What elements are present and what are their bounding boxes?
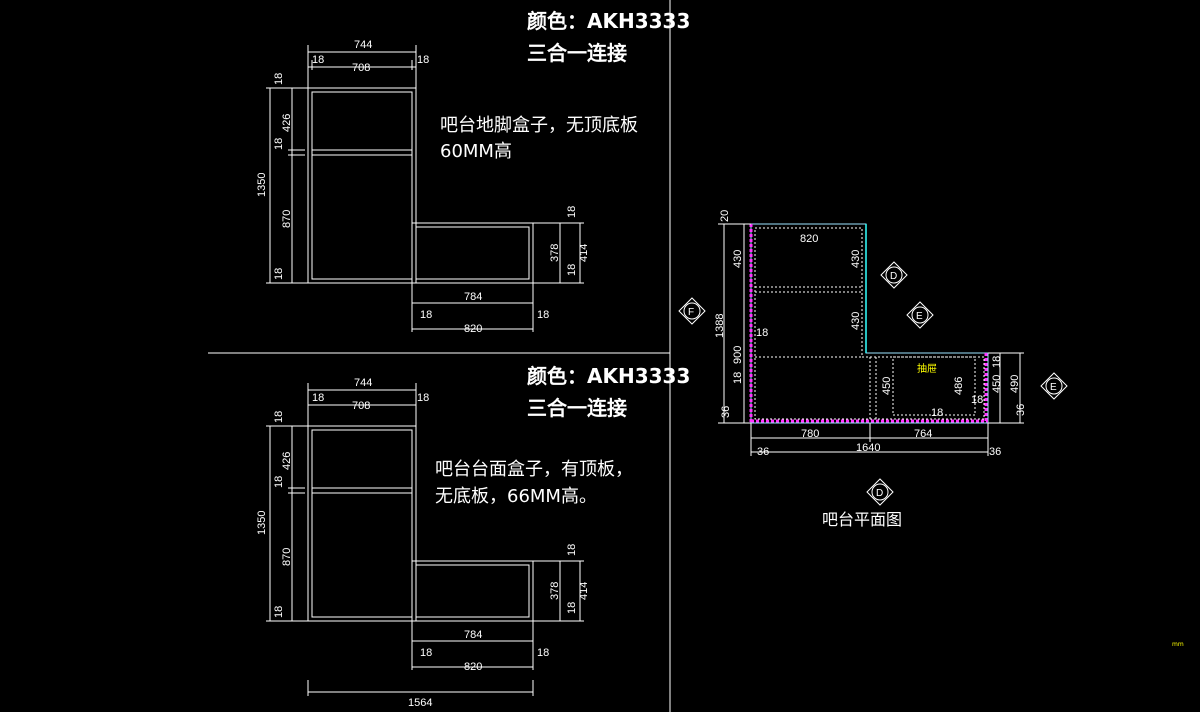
plan-outline [749,223,989,424]
bottom-dim-820: 820 [464,661,482,673]
bottom-dim-left-426: 426 [281,452,293,470]
top-dim-left-870: 870 [281,210,293,228]
top-dim-bot-18a: 18 [420,309,432,321]
top-dim-bot-18b: 18 [537,309,549,321]
plan-dim-18d: 18 [971,394,983,406]
top-color-heading: 颜色：AKH3333 [527,9,690,33]
top-box-outline [307,87,534,284]
plan-dim-486: 486 [953,377,965,395]
top-dim-left-1350: 1350 [256,173,268,197]
bottom-dim-744: 744 [354,377,372,389]
top-dim-708: 708 [352,62,370,74]
plan-dim-18c: 18 [931,407,943,419]
plan-dim-430a: 430 [732,250,744,268]
top-dim-left-426: 426 [281,114,293,132]
svg-text:F: F [688,307,694,318]
bottom-dim-bot-18a: 18 [420,647,432,659]
bottom-dim-left-18b: 18 [273,476,285,488]
svg-text:E: E [1050,382,1057,393]
top-dim-18-left: 18 [312,54,324,66]
plan-dim-36b: 36 [1015,404,1027,416]
tiny-corner-mark: mm [1172,641,1184,648]
view-marker-f-left: F [678,297,706,325]
top-connect-heading: 三合一连接 [527,41,627,65]
top-panel: 颜色：AKH3333 三合一连接 吧台地脚盒子，无顶底板 60MM高 [256,9,690,335]
bottom-dimension-lines [266,383,584,696]
top-note-line1: 吧台地脚盒子，无顶底板 [440,115,638,136]
top-dim-left-18b: 18 [273,138,285,150]
plan-dim-430b: 430 [850,250,862,268]
bottom-dim-bot-18b: 18 [537,647,549,659]
top-dim-744: 744 [354,39,372,51]
top-dim-left-18c: 18 [273,268,285,280]
top-dim-right-18b: 18 [566,264,578,276]
plan-view: 20 820 430 430 430 1388 18 900 18 36 450… [678,210,1184,648]
plan-dim-900: 900 [732,346,744,364]
bottom-dim-right-18a: 18 [566,544,578,556]
bottom-dim-right-414: 414 [578,582,590,600]
bottom-note-line1: 吧台台面盒子，有顶板， [435,459,633,480]
plan-dim-450: 450 [881,377,893,395]
plan-dim-20: 20 [719,210,731,222]
view-marker-d-bottom: D [866,478,894,506]
plan-dim-18b: 18 [732,372,744,384]
bottom-dim-784: 784 [464,629,482,641]
bottom-dim-18-right: 18 [417,392,429,404]
plan-dim-1640: 1640 [856,442,880,454]
plan-dim-780: 780 [801,428,819,440]
top-dim-18-right: 18 [417,54,429,66]
plan-dim-490: 490 [1009,375,1021,393]
plan-drawer-label: 抽屉 [917,362,937,375]
bottom-dim-right-378: 378 [549,582,561,600]
bottom-box-outline [307,425,534,622]
svg-text:D: D [876,488,883,499]
plan-dimension-lines [718,223,1024,456]
top-note-line2: 60MM高 [440,141,512,162]
top-dim-820: 820 [464,323,482,335]
bottom-dim-708: 708 [352,400,370,412]
plan-dim-36a: 36 [720,406,732,418]
plan-dim-820: 820 [800,233,818,245]
top-dim-left-18a: 18 [273,73,285,85]
bottom-dim-left-18c: 18 [273,606,285,618]
plan-title: 吧台平面图 [822,510,902,529]
bottom-connect-heading: 三合一连接 [527,396,627,420]
bottom-note-line2: 无底板，66MM高。 [435,486,597,507]
top-dimension-lines [266,45,584,332]
view-marker-e-right: E [1040,372,1068,400]
bottom-dim-left-1350: 1350 [256,511,268,535]
svg-text:D: D [890,271,897,282]
bottom-dim-18-left: 18 [312,392,324,404]
svg-text:E: E [916,311,923,322]
top-dim-right-378: 378 [549,244,561,262]
bottom-panel: 颜色：AKH3333 三合一连接 吧台台面盒子，有顶板， 无底板，66MM高。 [256,364,690,709]
plan-dim-764: 764 [914,428,932,440]
plan-dim-450b: 450 [991,375,1003,393]
plan-dim-36c: 36 [757,446,769,458]
plan-dim-18e: 18 [991,356,1003,368]
top-dim-right-414: 414 [578,244,590,262]
plan-dim-18a: 18 [756,327,768,339]
view-marker-d-right: D [880,261,908,289]
bottom-dim-left-870: 870 [281,548,293,566]
bottom-dim-1564: 1564 [408,697,432,709]
bottom-dim-right-18b: 18 [566,602,578,614]
bottom-dim-left-18a: 18 [273,411,285,423]
plan-dim-1388: 1388 [714,314,726,338]
top-dim-784: 784 [464,291,482,303]
plan-dim-36d: 36 [989,446,1001,458]
top-dim-right-18a: 18 [566,206,578,218]
view-marker-e-mid: E [906,301,934,329]
bottom-color-heading: 颜色：AKH3333 [527,364,690,388]
plan-dim-430c: 430 [850,312,862,330]
